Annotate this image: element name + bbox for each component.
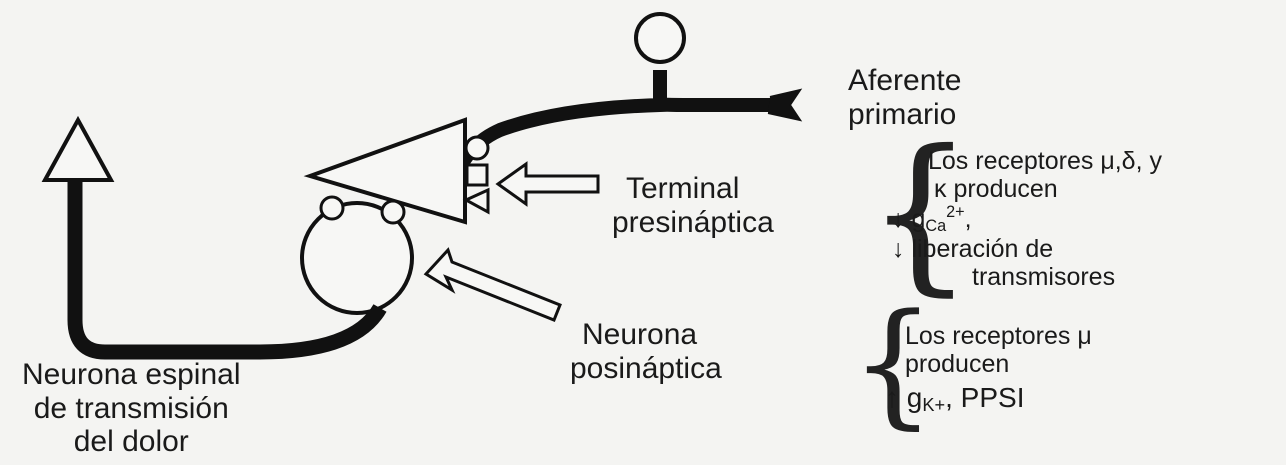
presynaptic-pointer-arrow	[498, 164, 598, 204]
afferent-collateral-knob	[636, 14, 684, 62]
soma-receptor-left	[321, 197, 343, 219]
terminal-label-line1: Terminal	[612, 172, 774, 206]
conductance-g: g	[911, 205, 925, 233]
terminal-label: Terminal presináptica	[612, 172, 774, 239]
postsynaptic-effect-line1: Los receptores μ	[905, 322, 1092, 350]
presynaptic-effect-line5: transmisores	[928, 263, 1162, 291]
postsynaptic-effects: Los receptores μ producen ↑ gK+, PPSI	[905, 322, 1092, 415]
postsynaptic-label-line2: posináptica	[570, 352, 722, 386]
delta-receptor-symbol	[467, 165, 487, 185]
ppsi-text: , PPSI	[945, 382, 1024, 413]
line3-tail: ,	[965, 205, 972, 233]
presynaptic-effects: Los receptores μ,δ, y κ producen ↓ gCa2+…	[928, 147, 1162, 291]
presynaptic-effect-line2: κ producen	[928, 175, 1162, 203]
presynaptic-effect-line4: ↓ liberación de	[892, 235, 1162, 263]
postsynaptic-effect-line2: producen	[905, 350, 1092, 378]
potassium-subscript: K+	[922, 395, 945, 415]
afferent-cut-end	[768, 90, 800, 120]
increase-arrow: ↑	[885, 382, 899, 413]
calcium-charge: 2+	[946, 203, 965, 221]
decrease-arrow: ↓	[892, 205, 905, 233]
spinal-label-line3: del dolor	[22, 425, 240, 459]
mu-receptor-symbol	[466, 137, 488, 159]
calcium-subscript: Ca	[925, 217, 946, 235]
spinal-neuron-label: Neurona espinal de transmisión del dolor	[22, 358, 240, 459]
kappa-receptor-symbol	[466, 190, 488, 212]
postsynaptic-label: Neurona posináptica	[570, 318, 722, 385]
postsynaptic-label-line1: Neurona	[570, 318, 722, 352]
postsynaptic-pointer-arrow	[426, 250, 560, 320]
presynaptic-effect-line1: Los receptores μ,δ, y	[928, 147, 1162, 175]
spinal-label-line2: de transmisión	[22, 392, 240, 426]
projection-arrowhead	[45, 120, 111, 180]
presynaptic-effect-line3: ↓ gCa2+,	[892, 203, 1162, 235]
postsynaptic-effect-line3: ↑ gK+, PPSI	[885, 382, 1092, 415]
spinal-label-line1: Neurona espinal	[22, 358, 240, 392]
terminal-label-line2: presináptica	[612, 206, 774, 240]
afferent-label-line1: Aferente	[848, 64, 961, 98]
soma-receptor-right	[382, 201, 404, 223]
conductance-g-k: g	[907, 382, 923, 413]
